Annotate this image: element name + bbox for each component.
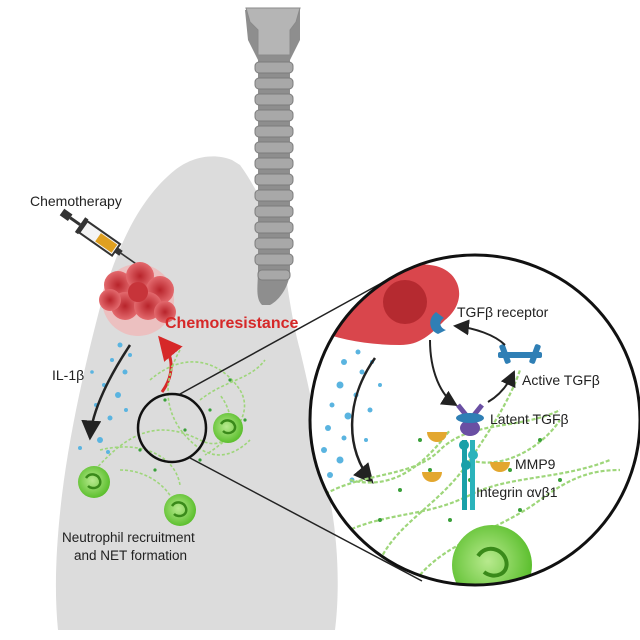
integrin-avb1	[459, 440, 478, 510]
zoom-source-circle	[136, 392, 208, 464]
il1b-dots-lung	[78, 342, 132, 454]
il1b-arrow-zoom	[350, 357, 377, 484]
active-tgfb	[498, 344, 542, 364]
integrin-label: Integrin αvβ1	[476, 484, 558, 500]
neutrophil-zoom	[452, 525, 532, 585]
neutrophil-label-line1: Neutrophil recruitment	[62, 530, 195, 545]
arrow-to-active	[487, 370, 516, 403]
trachea	[245, 7, 301, 305]
tgfb-receptor-label: TGFβ receptor	[457, 304, 549, 320]
chemoresistance-label: Chemoresistance	[165, 315, 298, 332]
neutrophil-2	[213, 413, 243, 443]
zoom-connector-top	[179, 273, 399, 395]
zoom-connector-bottom	[189, 457, 423, 582]
mmp9-enzymes	[422, 432, 510, 482]
net-dots-lung	[138, 378, 247, 472]
net-dots-zoom	[378, 438, 562, 522]
arrow-to-receptor	[453, 319, 506, 346]
il1b-arrow	[81, 344, 132, 441]
chemoresistance-arrow	[158, 335, 183, 393]
syringe-icon	[59, 208, 138, 266]
tumor-cluster	[99, 262, 176, 336]
mmp9-label: MMP9	[515, 456, 556, 472]
neutrophil-label-line2: and NET formation	[74, 548, 187, 563]
tgfb-receptor	[430, 312, 446, 334]
arrow-to-latent	[429, 339, 458, 407]
latent-tgfb-complex	[456, 403, 484, 436]
chemotherapy-label: Chemotherapy	[30, 193, 122, 209]
neutrophil-3	[164, 494, 196, 526]
il1b-label: IL-1β	[52, 367, 84, 383]
latent-tgfb-label: Latent TGFβ	[490, 411, 569, 427]
neutrophil-1	[78, 466, 110, 498]
active-tgfb-label: Active TGFβ	[522, 372, 600, 388]
